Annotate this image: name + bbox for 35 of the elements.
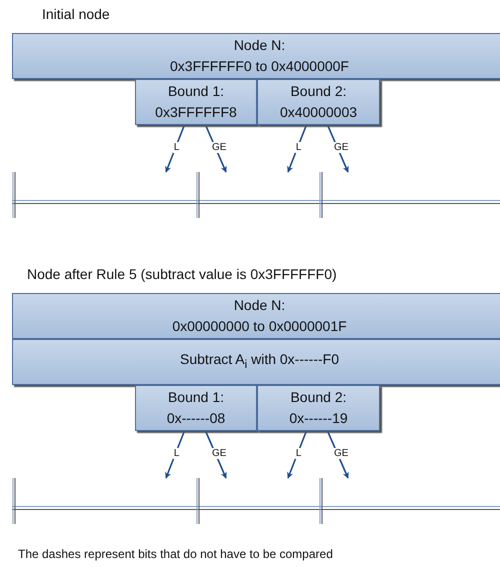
node-text: 0x40000003: [280, 103, 358, 122]
node-text: Node N:: [234, 36, 286, 55]
node-text: 0x------19: [289, 409, 348, 428]
node-text: 0x3FFFFFF8: [155, 103, 237, 122]
bound-box: [135, 79, 257, 125]
arrow: [165, 432, 185, 479]
edge-label: GE: [211, 142, 228, 153]
arrow: [165, 126, 185, 173]
node-text: Bound 1:: [168, 82, 224, 101]
node-text: Bound 2:: [290, 82, 347, 101]
bound-box: [135, 385, 257, 431]
node-text: 0x00000000 to 0x0000001F: [172, 317, 347, 336]
edge-label: L: [294, 142, 302, 153]
bound-box: [257, 385, 380, 431]
edge-label: L: [172, 142, 180, 153]
node-box: [12, 293, 500, 339]
node-box: [12, 33, 500, 79]
node-text: 0x3FFFFFF0 to 0x4000000F: [170, 57, 349, 76]
node-text: 0x------08: [166, 409, 226, 428]
edge-label: L: [294, 448, 302, 459]
section-heading: Initial node: [42, 6, 110, 22]
edge-label: L: [172, 448, 180, 459]
edge-label: GE: [333, 142, 350, 153]
node-text: Subtract A$_{i}$ with 0x------F0: [180, 350, 339, 373]
arrow: [287, 126, 307, 173]
footnote: The dashes represent bits that do not have to be compared: [18, 547, 333, 561]
node-text: Node N:: [234, 296, 286, 315]
section-heading: Node after Rule 5 (subtract value is 0x3FFFFFF0): [27, 266, 337, 282]
node-text: Bound 1:: [168, 388, 224, 407]
subtract-band: [12, 339, 500, 385]
arrow: [287, 432, 307, 479]
edge-label: GE: [333, 448, 350, 459]
edge-label: GE: [211, 448, 228, 459]
bound-box: [257, 79, 380, 125]
node-text: Bound 2:: [290, 388, 347, 407]
